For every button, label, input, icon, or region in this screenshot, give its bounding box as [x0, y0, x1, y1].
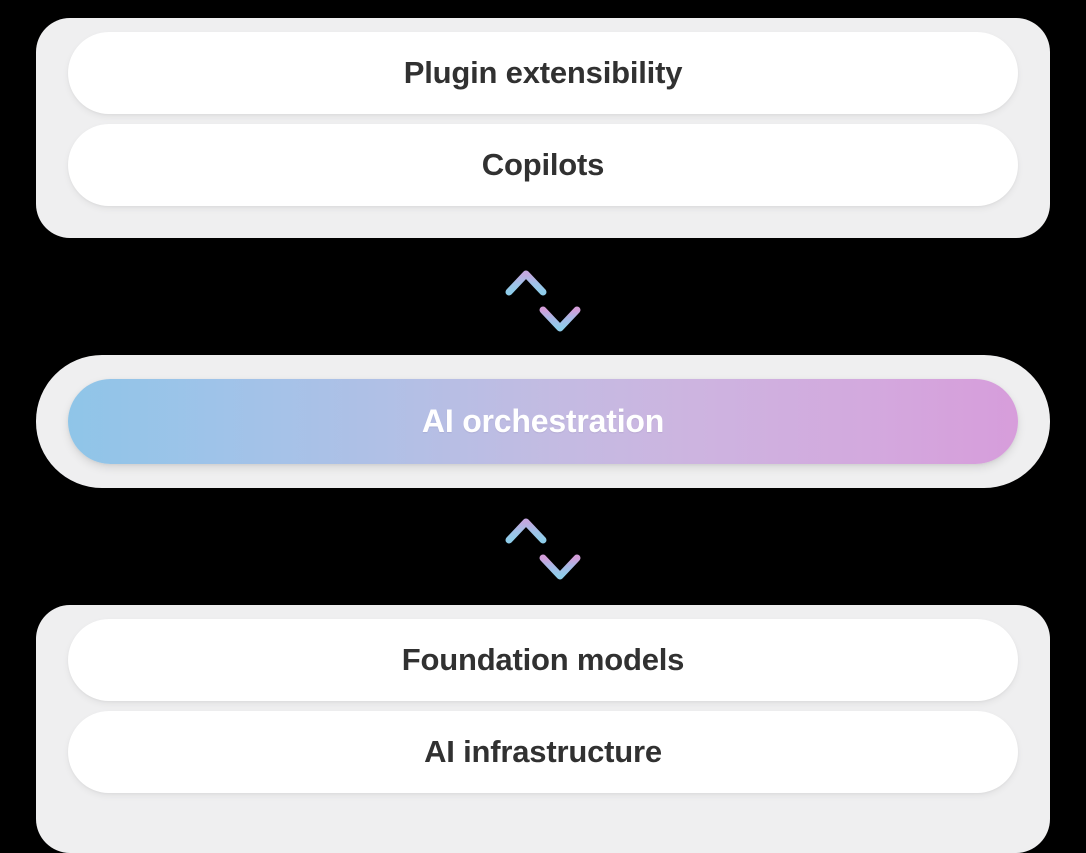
up-down-arrows-icon — [500, 516, 586, 582]
layer-item-copilots[interactable]: Copilots — [68, 124, 1018, 206]
layer-item-ai-infrastructure[interactable]: AI infrastructure — [68, 711, 1018, 793]
layer-item-foundation-models[interactable]: Foundation models — [68, 619, 1018, 701]
group-orchestration-layer: AI orchestration — [36, 355, 1050, 488]
layer-item-label: AI orchestration — [421, 403, 665, 439]
layer-item-ai-orchestration[interactable]: AI orchestration — [68, 379, 1018, 464]
layer-item-label: AI infrastructure — [424, 734, 662, 769]
layer-item-label: Foundation models — [401, 642, 685, 677]
connector-lower — [0, 516, 1086, 582]
group-application-layer: Plugin extensibility Copilots — [36, 18, 1050, 238]
layer-item-label: Plugin extensibility — [403, 55, 683, 90]
layer-item-label: Copilots — [481, 147, 605, 182]
group-foundation-layer: Foundation models AI infrastructure — [36, 605, 1050, 853]
up-down-arrows-icon — [500, 268, 586, 334]
connector-upper — [0, 268, 1086, 334]
layer-item-plugin-extensibility[interactable]: Plugin extensibility — [68, 32, 1018, 114]
